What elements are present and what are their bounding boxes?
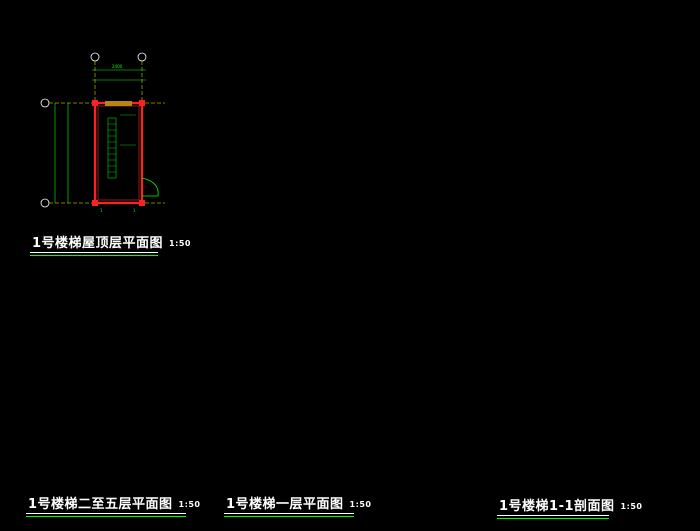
underline-roof-2 bbox=[30, 255, 158, 256]
underline-section-2 bbox=[497, 518, 609, 519]
title-roof-plan-text: 1号楼梯屋顶层平面图 bbox=[32, 236, 164, 251]
title-section-text: 1号楼梯1-1剖面图 bbox=[499, 499, 615, 514]
title-first-floor-text: 1号楼梯一层平面图 bbox=[226, 497, 344, 512]
svg-text:1: 1 bbox=[133, 208, 136, 213]
underline-floors bbox=[26, 513, 186, 514]
underline-roof bbox=[30, 252, 158, 253]
title-first-floor: 1号楼梯一层平面图 1:50 bbox=[226, 493, 371, 512]
underline-first-2 bbox=[224, 516, 354, 517]
axis-bubble-D bbox=[40, 198, 50, 208]
floors-2-5-plan: N bbox=[0, 0, 12, 19]
axis-bubble-2 bbox=[90, 52, 100, 62]
roof-plan: 2400 1 1 bbox=[40, 52, 165, 213]
svg-text:1: 1 bbox=[100, 208, 103, 213]
axis-bubble-4 bbox=[137, 52, 147, 62]
title-first-floor-scale: 1:50 bbox=[349, 500, 372, 509]
underline-floors-2 bbox=[26, 516, 186, 517]
title-section: 1号楼梯1-1剖面图 1:50 bbox=[499, 495, 642, 514]
title-floors-2-5-text: 1号楼梯二至五层平面图 bbox=[28, 497, 173, 512]
axis-bubble-F bbox=[40, 98, 50, 108]
title-floors-2-5-scale: 1:50 bbox=[178, 500, 201, 509]
section-1-1: 20.800 18.000 15.000 12.000 9.000 6.000 … bbox=[17, 0, 530, 19]
title-roof-plan-scale: 1:50 bbox=[169, 239, 191, 248]
title-roof-plan: 1号楼梯屋顶层平面图 1:50 bbox=[32, 232, 191, 251]
dim-2400-roof: 2400 bbox=[112, 64, 123, 69]
underline-first bbox=[224, 513, 354, 514]
title-section-scale: 1:50 bbox=[620, 502, 643, 511]
underline-section bbox=[497, 515, 609, 516]
title-floors-2-5: 1号楼梯二至五层平面图 1:50 bbox=[28, 493, 200, 512]
